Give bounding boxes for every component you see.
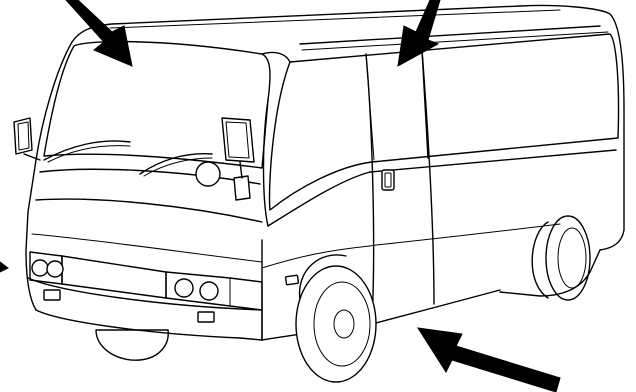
front-right-wheel [296, 255, 376, 382]
front-left-wheel [96, 330, 168, 360]
rear-underbody-arrow [418, 328, 560, 392]
right-mirror [196, 118, 254, 200]
rear-wheel [532, 216, 590, 300]
front-left-arrow [0, 262, 8, 272]
windshield-wipers [44, 141, 212, 176]
left-mirror [14, 118, 40, 160]
left-headlights [30, 252, 63, 284]
windshield-arrow [66, 0, 132, 66]
